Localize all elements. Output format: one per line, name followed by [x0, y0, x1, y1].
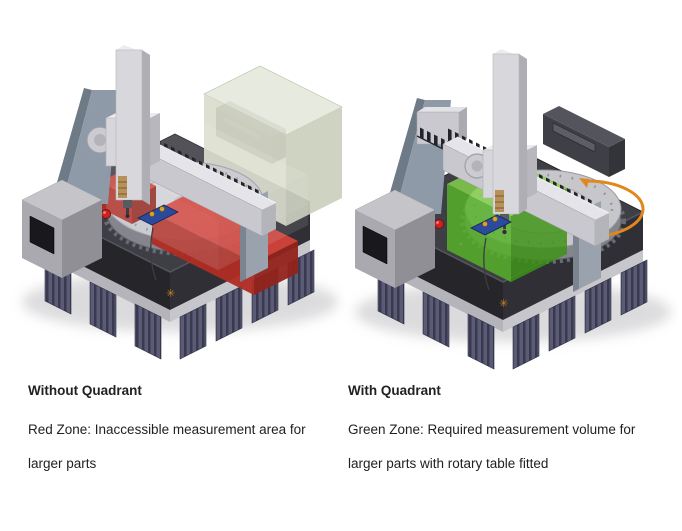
caption-without-quadrant: Without Quadrant Red Zone: Inaccessible …: [28, 382, 336, 481]
estop-button: [101, 209, 111, 219]
caption-title: Without Quadrant: [28, 383, 142, 398]
caption-body: Green Zone: Required measurement volume …: [348, 422, 636, 471]
machine-illustration-with-quadrant: ✳: [354, 49, 671, 370]
z-rack-strip: [118, 176, 127, 198]
brand-logo-icon: ✳: [499, 298, 508, 310]
support-column: [385, 98, 467, 214]
rotation-arc-icon: [585, 179, 645, 239]
cable: [150, 227, 157, 281]
brand-logo-icon: ✳: [166, 288, 175, 300]
control-panel: [137, 204, 179, 226]
caption-body: Red Zone: Inaccessible measurement area …: [28, 422, 306, 471]
z-column: [492, 49, 527, 235]
figure-with-quadrant: ✳ With Quadrant Green Zone: Required mea…: [341, 0, 682, 531]
panel-button-icon: [482, 221, 488, 227]
z-rack-strip: [495, 190, 504, 212]
cable: [483, 237, 490, 291]
cabinet-screen: [29, 215, 55, 255]
controller-cabinet: [354, 189, 436, 288]
control-panel: [470, 214, 512, 236]
caption-with-quadrant: With Quadrant Green Zone: Required measu…: [348, 382, 656, 481]
controller-cabinet: [21, 179, 103, 278]
machine-illustration-without-quadrant: ✳: [21, 45, 343, 360]
figure-without-quadrant: ✳ Without Quadrant Red Zone: Inaccessibl…: [21, 45, 343, 481]
panel-button-icon: [159, 206, 165, 212]
estop-button: [434, 219, 444, 229]
rotation-arrowhead-icon: [579, 178, 589, 188]
cabinet-screen: [362, 225, 388, 265]
rear-panel: [543, 106, 625, 177]
caption-title: With Quadrant: [348, 383, 441, 398]
probe: [123, 200, 132, 218]
z-column: [115, 45, 150, 218]
panel-button-icon: [149, 211, 155, 217]
panel-button-icon: [492, 216, 498, 222]
